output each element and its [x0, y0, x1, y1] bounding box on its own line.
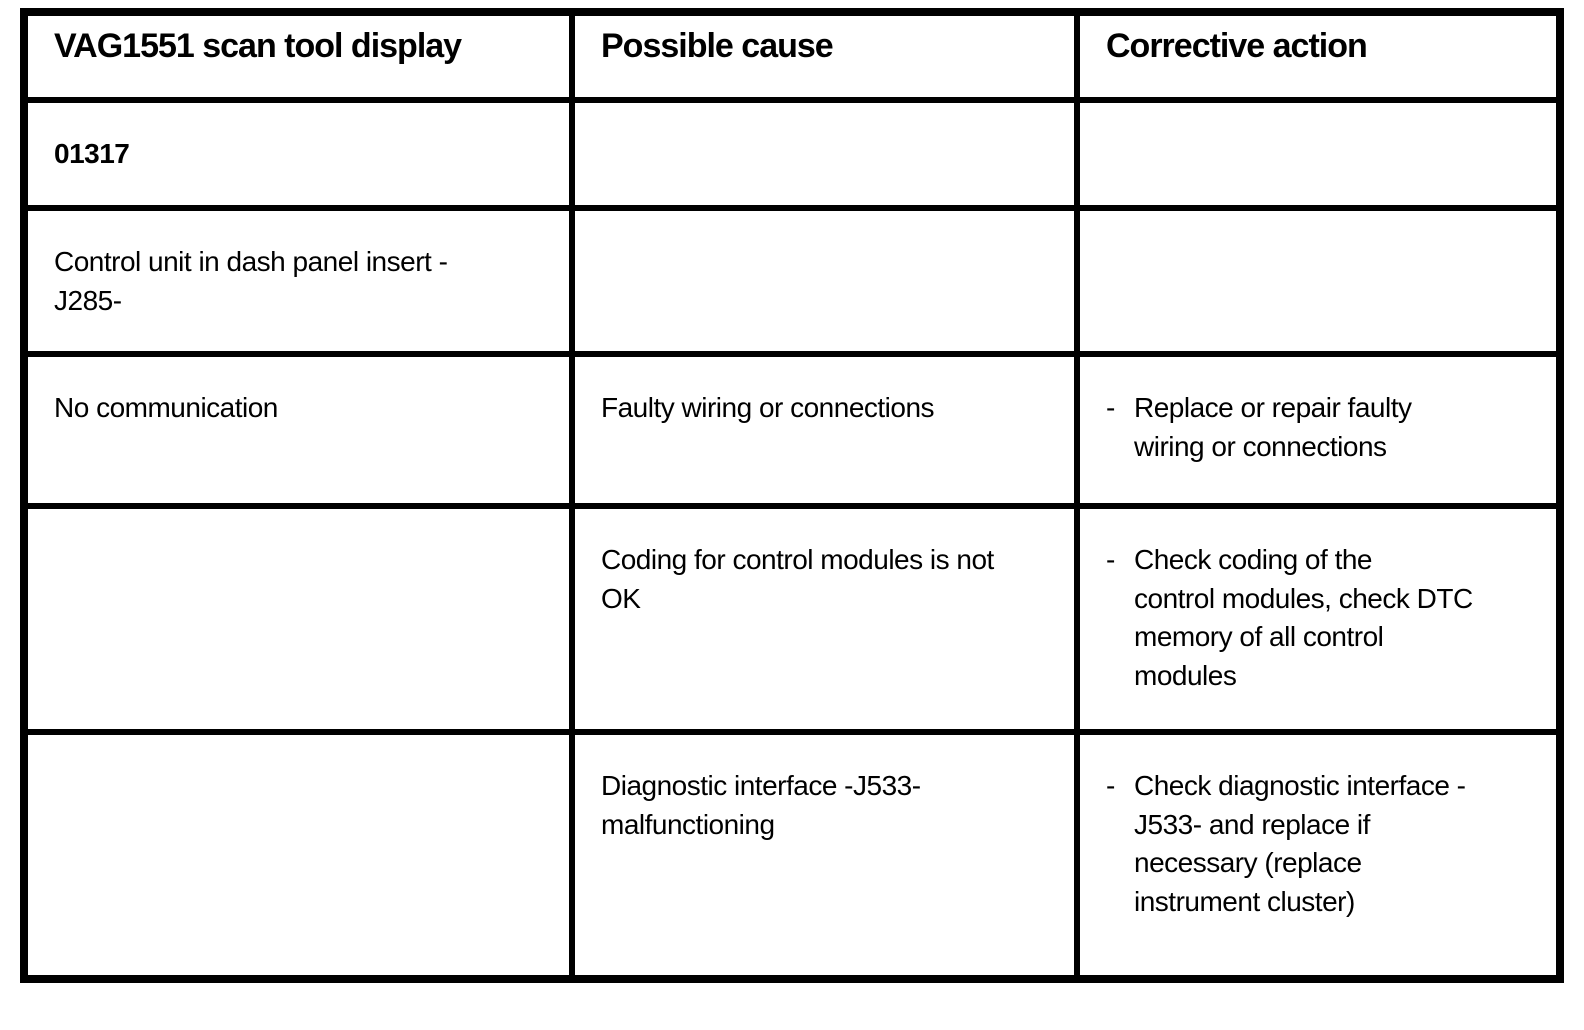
cell-text-line: No communication	[54, 392, 278, 423]
table-cell-empty	[569, 205, 1080, 357]
column-header-possible-cause: Possible cause	[569, 9, 1080, 103]
bullet-dash: -	[1106, 544, 1115, 575]
cell-text-line: OK	[601, 582, 641, 614]
table-cell-empty	[1074, 205, 1563, 357]
header-row: VAG1551 scan tool display Possible cause…	[21, 9, 1563, 103]
table-row: Control unit in dash panel insert - J285-	[21, 205, 1563, 357]
bullet-item: -Check diagnostic interface - J533- and r…	[1106, 767, 1538, 922]
table-cell: -Check diagnostic interface - J533- and r…	[1074, 729, 1563, 982]
bullet-lines: Check coding of the control modules, chec…	[1134, 541, 1538, 696]
cell-text-line: Check diagnostic interface -	[1134, 770, 1466, 801]
cell-text-line: memory of all control	[1134, 621, 1384, 653]
cell-text-line: Faulty wiring or connections	[601, 392, 935, 423]
cell-text-line: control modules, check DTC	[1134, 582, 1473, 614]
table-cell: -Replace or repair faulty wiring or conne…	[1074, 351, 1563, 509]
bullet-lines: Replace or repair faulty wiring or connec…	[1134, 389, 1538, 466]
table-cell: Faulty wiring or connections	[569, 351, 1080, 509]
cell-text-line: Replace or repair faulty	[1134, 392, 1412, 423]
table-row: 01317	[21, 97, 1563, 211]
cell-text-line: instrument cluster)	[1134, 885, 1355, 917]
bullet-dash: -	[1106, 392, 1115, 423]
table-cell-empty	[1074, 97, 1563, 211]
cell-text-line: modules	[1134, 659, 1237, 691]
cell-text-line: wiring or connections	[1134, 430, 1387, 462]
table-cell: -Check coding of the control modules, che…	[1074, 503, 1563, 735]
cell-text-line: J285-	[54, 284, 122, 316]
table-cell: No communication	[21, 351, 575, 509]
table-cell-empty	[21, 729, 575, 982]
cell-text-line: Check coding of the	[1134, 544, 1373, 575]
cell-text-line: Control unit in dash panel insert -	[54, 246, 448, 277]
diagnostic-table: VAG1551 scan tool display Possible cause…	[20, 8, 1564, 983]
cell-text-line: malfunctioning	[601, 808, 775, 840]
cell-text-line: Coding for control modules is not	[601, 544, 994, 575]
table-row: No communication Faulty wiring or connect…	[21, 351, 1563, 509]
table-cell: Control unit in dash panel insert - J285-	[21, 205, 575, 357]
cell-text-line: necessary (replace	[1134, 847, 1362, 879]
bullet-item: -Replace or repair faulty wiring or conne…	[1106, 389, 1538, 466]
column-header-vag1551-scan-tool-display: VAG1551 scan tool display	[21, 9, 575, 103]
cell-text-line: Diagnostic interface -J533-	[601, 770, 921, 801]
bullet-lines: Check diagnostic interface - J533- and re…	[1134, 767, 1538, 922]
bullet-dash: -	[1106, 770, 1115, 801]
table-cell-empty	[569, 97, 1080, 211]
column-header-corrective-action: Corrective action	[1074, 9, 1563, 103]
bullet-item: -Check coding of the control modules, che…	[1106, 541, 1538, 696]
cell-text-line: J533- and replace if	[1134, 808, 1370, 840]
table-cell: Diagnostic interface -J533- malfunctionin…	[569, 729, 1080, 982]
table-cell: 01317	[21, 97, 575, 211]
cell-text-line: 01317	[54, 138, 130, 169]
table-cell-empty	[21, 503, 575, 735]
table-row: Diagnostic interface -J533- malfunctionin…	[21, 729, 1563, 982]
